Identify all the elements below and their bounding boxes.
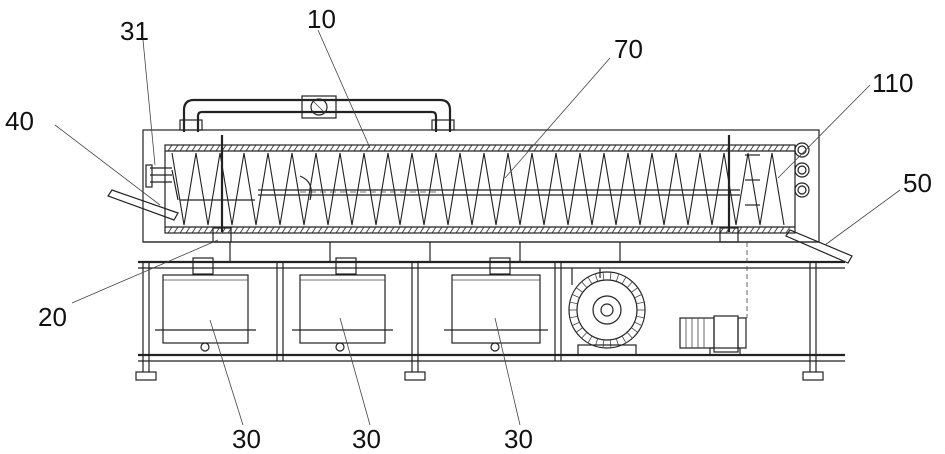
callout-20: 20 (38, 302, 67, 332)
right-gauges (795, 143, 809, 197)
callout-110: 110 (872, 68, 913, 98)
blower (569, 268, 645, 355)
outer-housing (143, 130, 819, 242)
top-duct (180, 96, 454, 132)
drum-wall-top-hatch (168, 145, 790, 151)
callout-10: 10 (307, 4, 336, 34)
screw-flight (172, 153, 784, 225)
tank-1 (155, 258, 256, 351)
callout-50: 50 (903, 168, 932, 198)
drum-wall-bottom-hatch (168, 227, 790, 233)
tank-3 (444, 258, 548, 351)
callout-30-middle: 30 (352, 424, 381, 454)
callout-70: 70 (614, 34, 643, 64)
callout-40: 40 (5, 106, 34, 136)
callout-31: 31 (120, 16, 149, 46)
drum (165, 145, 795, 233)
motor (680, 242, 747, 355)
callout-30-right: 30 (504, 424, 533, 454)
tank-2 (292, 258, 393, 351)
callout-30-left: 30 (232, 424, 261, 454)
